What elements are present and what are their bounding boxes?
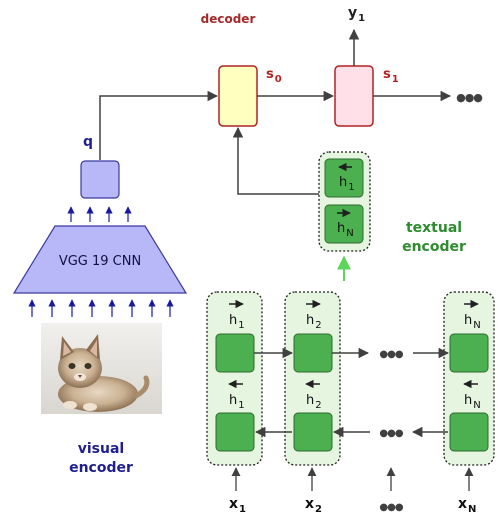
decoder-ellipsis: ●●● [456, 91, 482, 104]
input-ellipsis: ●●● [379, 502, 403, 513]
q-label: q [83, 134, 93, 150]
textual-encoder-label-line1: textual [406, 220, 462, 236]
decoder-label: decoder [201, 12, 256, 26]
forward-cell-1 [215, 333, 255, 373]
q-vector-box [80, 160, 120, 199]
s1-label: s1 [383, 67, 399, 85]
image-input-arrows [28, 299, 174, 317]
input-xN-label: xN [458, 496, 476, 515]
forward-h1-label: h1 [229, 313, 245, 331]
arrow-textual-to-s0 [232, 126, 320, 195]
backward-ellipsis: ●●● [379, 428, 403, 439]
encoder-column-2: h2 h2 [284, 291, 341, 466]
forward-hN-label: hN [464, 313, 481, 331]
s0-label: s0 [266, 67, 282, 85]
input-x1-label: x1 [229, 496, 246, 515]
cnn-output-arrows [67, 206, 132, 222]
backward-cell-N [449, 412, 489, 452]
backward-cell-2 [293, 412, 333, 452]
textual-encoder-label-line2: encoder [402, 239, 466, 255]
final-backward-h1-cell [324, 158, 364, 198]
arrow-q-to-s0 [99, 90, 219, 160]
backward-cell-1 [215, 412, 255, 452]
output-y1-label: y1 [348, 5, 365, 24]
final-backward-h1-label: h1 [339, 175, 355, 193]
vgg19-cnn-block [12, 225, 188, 294]
vgg19-cnn-label: VGG 19 CNN [59, 254, 141, 269]
forward-ellipsis: ●●● [379, 349, 403, 360]
forward-cell-2 [293, 333, 333, 373]
visual-encoder-label-line1: visual [78, 441, 124, 457]
input-x2-label: x2 [305, 496, 322, 515]
final-forward-hN-cell [324, 204, 364, 244]
backward-hN-label: hN [464, 393, 481, 411]
backward-h1-label: h1 [229, 393, 245, 411]
final-forward-hN-label: hN [337, 221, 354, 239]
decoder-state-s1 [334, 65, 374, 127]
forward-h2-label: h2 [306, 313, 322, 331]
visual-encoder-label-line2: encoder [69, 460, 133, 476]
forward-cell-N [449, 333, 489, 373]
kitten-image [41, 323, 162, 414]
encoder-column-N: hN hN [443, 291, 495, 466]
decoder-state-s0 [218, 65, 258, 127]
encoder-column-1: h1 h1 [206, 291, 263, 466]
backward-h2-label: h2 [306, 393, 322, 411]
